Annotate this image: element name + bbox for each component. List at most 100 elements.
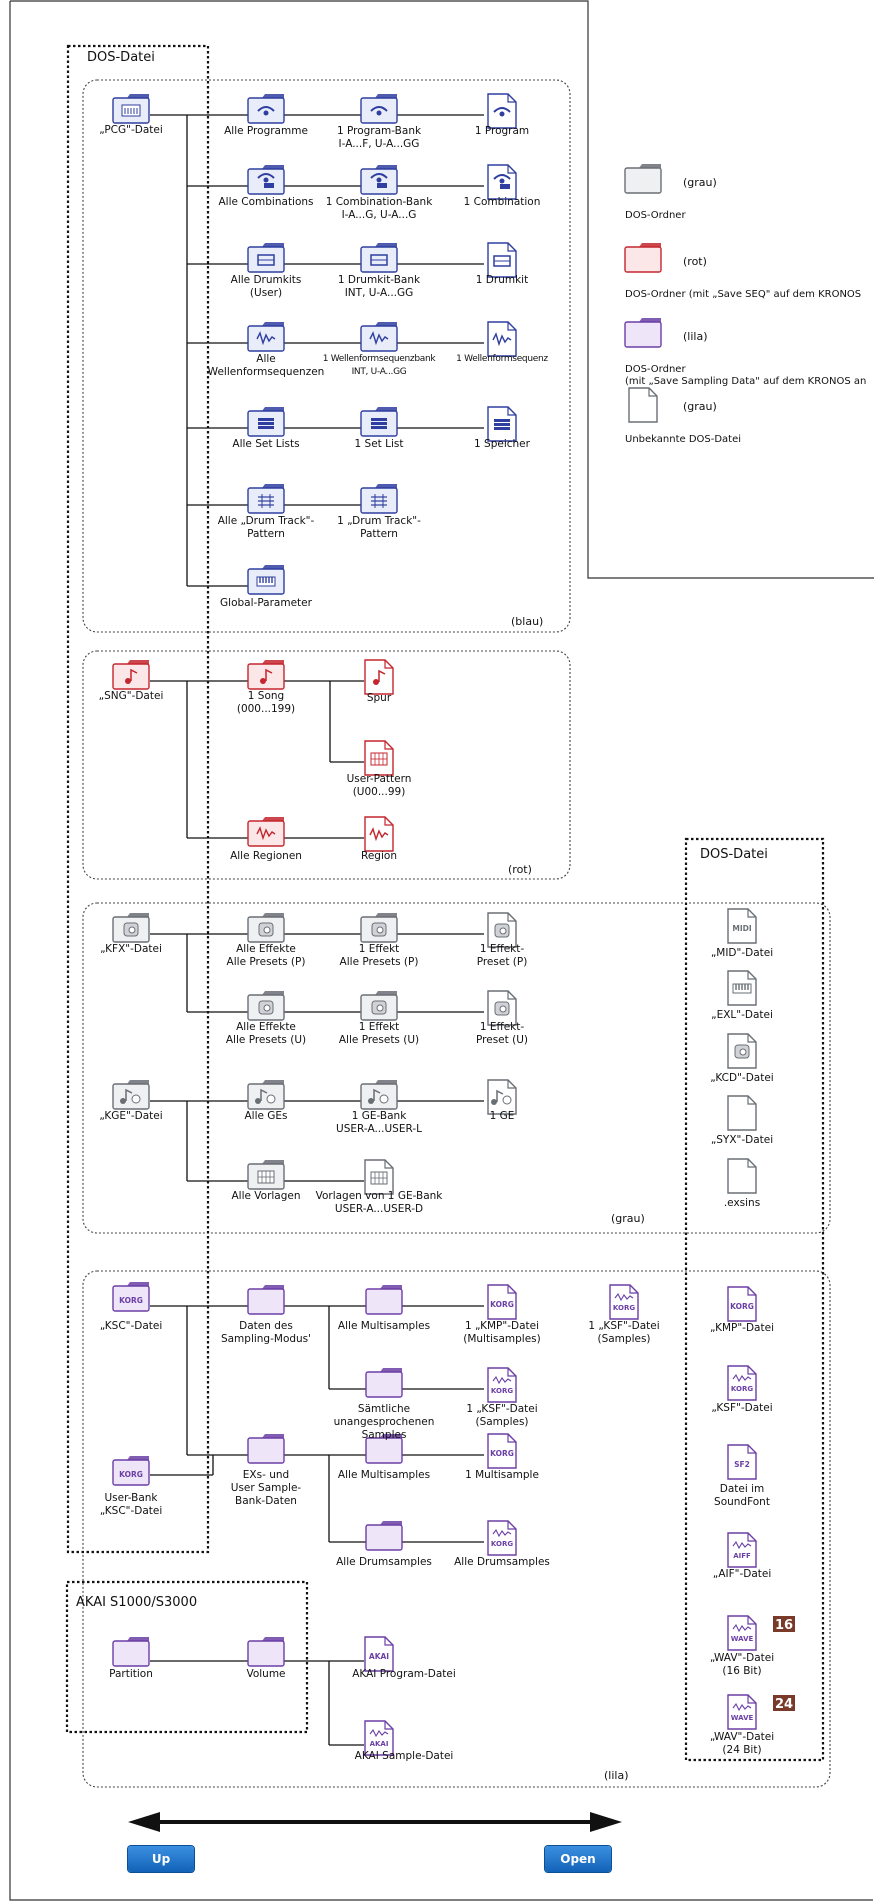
user-bank-ksc-label-line-2: „KSC"-Datei bbox=[99, 1505, 163, 1517]
all-drumsamples2-label: Alle Drumsamples bbox=[454, 1556, 550, 1568]
combi-bank-label-line-2: I-A...G, U-A...G bbox=[341, 209, 417, 221]
exsins-file-label: .exsins bbox=[723, 1197, 761, 1209]
exl-file-label: „EXL"-Datei bbox=[711, 1009, 773, 1021]
kge-file-icon bbox=[112, 1080, 150, 1110]
exsins-file-icon bbox=[727, 1158, 757, 1194]
fx-u-label-line-2: Alle Presets (U) bbox=[338, 1034, 420, 1046]
drumtrack-label-line-1: 1 „Drum Track"- bbox=[337, 515, 421, 527]
sf2-file-label-line-2: SoundFont bbox=[714, 1496, 770, 1508]
all-combis-icon bbox=[247, 165, 285, 195]
folder-gray-icon bbox=[624, 164, 662, 194]
akai-program-label: AKAI Program-Datei bbox=[352, 1668, 456, 1680]
badge-16-text: 16 bbox=[775, 1618, 793, 1633]
svg-text:KORG: KORG bbox=[490, 1449, 514, 1458]
all-drumtrack-label-line-2: Pattern bbox=[247, 528, 285, 540]
user-bank-ksc-icon: KORG bbox=[112, 1456, 150, 1486]
wav16-file-label-line-2: (16 Bit) bbox=[722, 1665, 762, 1677]
group-purple-box bbox=[82, 1270, 831, 1788]
all-wave-label-line-1: Alle bbox=[256, 353, 276, 365]
svg-text:SF2: SF2 bbox=[734, 1460, 750, 1469]
all-fx-p-icon bbox=[247, 913, 285, 943]
all-fx-u-label-line-2: Alle Presets (U) bbox=[225, 1034, 307, 1046]
legend-desc2-2: (mit „Save Sampling Data" auf dem KRONOS… bbox=[625, 376, 867, 387]
region-icon bbox=[364, 816, 394, 852]
svg-text:AIFF: AIFF bbox=[733, 1552, 751, 1560]
all-programs-label: Alle Programme bbox=[224, 125, 308, 137]
sampling-data-label-line-1: Daten des bbox=[239, 1320, 293, 1332]
akai-program-icon: AKAI bbox=[364, 1636, 394, 1672]
ge-bank-label-line-1: 1 GE-Bank bbox=[351, 1110, 407, 1122]
tag-red: (rot) bbox=[508, 863, 532, 876]
all-fx-p-label-line-1: Alle Effekte bbox=[236, 943, 296, 955]
all-ges-icon bbox=[247, 1080, 285, 1110]
dos-file-title: DOS-Datei bbox=[87, 50, 155, 65]
wave-bank-icon bbox=[360, 322, 398, 352]
file-gray-icon bbox=[628, 387, 658, 423]
volume-label: Volume bbox=[246, 1668, 286, 1680]
group-blue-box bbox=[82, 79, 571, 633]
drumkit-label: 1 Drumkit bbox=[475, 274, 529, 286]
all-programs-icon bbox=[247, 94, 285, 124]
all-drumsamples2-icon: KORG bbox=[487, 1520, 517, 1556]
akai-title: AKAI S1000/S3000 bbox=[76, 1595, 198, 1610]
kmp-file-icon: KORG bbox=[487, 1284, 517, 1320]
fx-preset-p-label-line-2: Preset (P) bbox=[476, 956, 528, 968]
svg-text:KORG: KORG bbox=[119, 1470, 143, 1479]
combi-label: 1 Combination bbox=[463, 196, 541, 208]
akai-sample-icon: AKAI bbox=[364, 1720, 394, 1756]
exs-user-label-line-2: User Sample- bbox=[230, 1482, 302, 1494]
svg-text:KORG: KORG bbox=[731, 1385, 753, 1393]
song-label-line-2: (000...199) bbox=[236, 703, 296, 715]
ksc-file-icon: KORG bbox=[112, 1282, 150, 1312]
sampling-data-icon bbox=[247, 1285, 285, 1315]
slot-label: 1 Speicher bbox=[474, 438, 530, 450]
legend-tag-3: (grau) bbox=[683, 400, 717, 413]
combi-bank-icon bbox=[360, 165, 398, 195]
all-setlists-label: Alle Set Lists bbox=[232, 438, 300, 450]
sampling-data-label-line-2: Sampling-Modus' bbox=[220, 1333, 312, 1345]
all-multisamples2-icon bbox=[365, 1434, 403, 1464]
kcd-file-label: „KCD"-Datei bbox=[710, 1072, 774, 1084]
templates-label-line-2: USER-A...USER-D bbox=[334, 1203, 424, 1215]
exs-user-label-line-1: EXs- und bbox=[242, 1469, 290, 1481]
fx-u-icon bbox=[360, 991, 398, 1021]
svg-text:KORG: KORG bbox=[730, 1302, 754, 1311]
sf2-file-label-line-1: Datei im bbox=[719, 1483, 765, 1495]
partition-label: Partition bbox=[109, 1668, 153, 1680]
templates-icon bbox=[364, 1159, 394, 1195]
open-button[interactable]: Open bbox=[545, 1846, 611, 1872]
all-wave-label-line-2: Wellenformsequenzen bbox=[207, 366, 325, 378]
track-icon bbox=[364, 659, 394, 695]
song-label-line-1: 1 Song bbox=[247, 690, 285, 702]
syx-file-icon bbox=[727, 1095, 757, 1131]
wav24-file-icon: WAVE bbox=[727, 1694, 757, 1730]
all-drumkits-label-line-1: Alle Drumkits bbox=[230, 274, 302, 286]
legend-frame bbox=[10, 0, 874, 579]
prog-bank-icon bbox=[360, 94, 398, 124]
ge-icon bbox=[487, 1079, 517, 1115]
kge-file-label: „KGE"-Datei bbox=[99, 1110, 163, 1122]
program-label: 1 Program bbox=[474, 125, 530, 137]
multisample-icon: KORG bbox=[487, 1433, 517, 1469]
ksf-file-label-line-2: (Samples) bbox=[597, 1333, 651, 1345]
up-button[interactable]: Up bbox=[128, 1846, 194, 1872]
ksf-file2-icon: KORG bbox=[487, 1367, 517, 1403]
all-multisamples2-label: Alle Multisamples bbox=[337, 1469, 431, 1481]
drumkit-bank-label-line-1: 1 Drumkit-Bank bbox=[337, 274, 421, 286]
prog-bank-label-line-1: 1 Program-Bank bbox=[336, 125, 422, 137]
tag-purple: (lila) bbox=[604, 1769, 629, 1782]
unused-samples-label-line-2: unangesprochenen bbox=[333, 1416, 435, 1428]
ksf-file-label-line-1: 1 „KSF"-Datei bbox=[588, 1320, 660, 1332]
pcg-file-icon bbox=[112, 94, 150, 124]
prog-bank-label-line-2: I-A...F, U-A...GG bbox=[338, 138, 420, 150]
ge-label: 1 GE bbox=[489, 1110, 515, 1122]
fx-preset-u-icon bbox=[487, 990, 517, 1026]
unused-samples-icon bbox=[365, 1368, 403, 1398]
all-drumkits-label-line-2: (User) bbox=[249, 287, 283, 299]
fx-preset-u-label-line-2: Preset (U) bbox=[476, 1034, 528, 1046]
multisample-label: 1 Multisample bbox=[465, 1469, 539, 1481]
all-wave-icon bbox=[247, 322, 285, 352]
group-gray-box bbox=[82, 902, 831, 1234]
